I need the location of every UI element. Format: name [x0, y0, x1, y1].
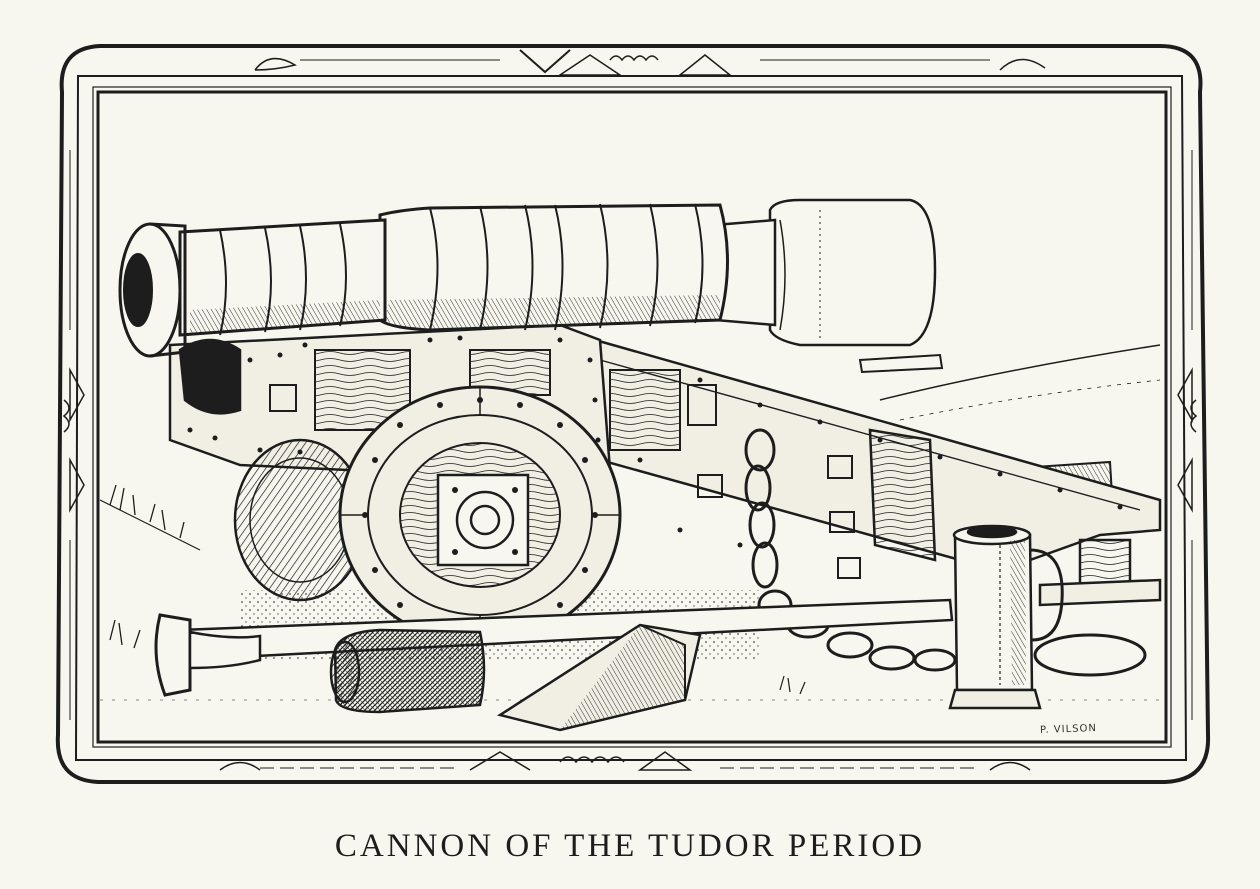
rear-wheel — [233, 438, 367, 602]
front-wheel — [338, 385, 622, 645]
cannon-barrel — [118, 198, 937, 358]
illustration-caption: CANNON OF THE TUDOR PERIOD — [334, 828, 926, 864]
cannon-engraving — [55, 44, 1211, 784]
artist-signature: P. VILSON — [1039, 723, 1098, 736]
ornamental-frame — [55, 44, 1211, 784]
powder-measure — [948, 524, 1064, 710]
rammer-and-tools — [154, 578, 1162, 732]
